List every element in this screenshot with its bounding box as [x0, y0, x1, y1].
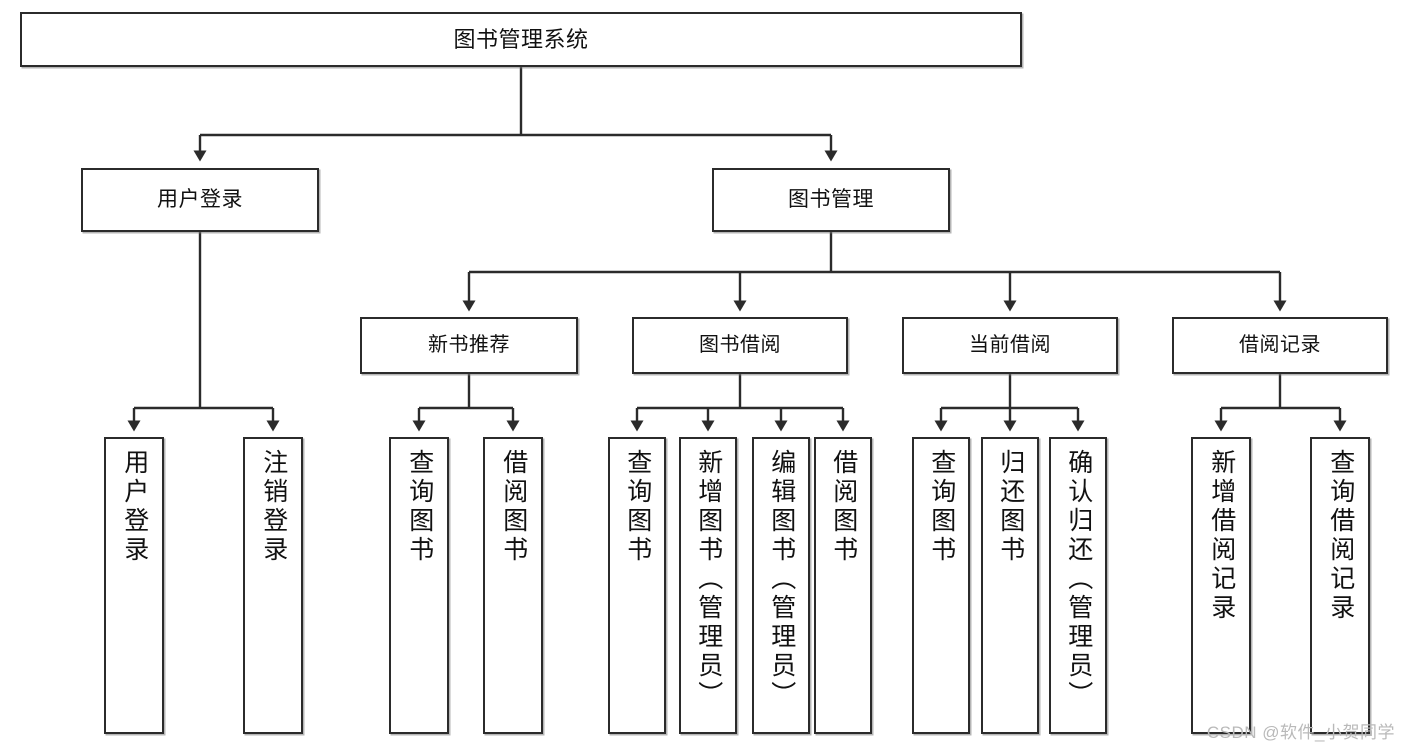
- leaf-current-query-book-label: 查询图书: [927, 449, 956, 565]
- leaf-recommend-query-book[interactable]: 查询图书: [389, 437, 449, 734]
- leaf-user-logout-label: 注销登录: [259, 449, 288, 565]
- node-book-management[interactable]: 图书管理: [712, 168, 950, 232]
- leaf-borrow-borrow-book[interactable]: 借阅图书: [814, 437, 872, 734]
- leaf-borrow-query-book[interactable]: 查询图书: [608, 437, 666, 734]
- leaf-user-login[interactable]: 用户登录: [104, 437, 164, 734]
- node-current-borrow-label: 当前借阅: [969, 334, 1051, 356]
- node-user-login[interactable]: 用户登录: [81, 168, 319, 232]
- leaf-borrow-edit-book-admin-label: 编辑图书（管理员）: [767, 449, 796, 710]
- node-current-borrow[interactable]: 当前借阅: [902, 317, 1118, 374]
- leaf-borrow-add-book-admin[interactable]: 新增图书（管理员）: [679, 437, 737, 734]
- leaf-borrow-query-book-label: 查询图书: [623, 449, 652, 565]
- node-book-borrow[interactable]: 图书借阅: [632, 317, 848, 374]
- leaf-current-confirm-return-admin[interactable]: 确认归还（管理员）: [1049, 437, 1107, 734]
- node-root-label: 图书管理系统: [453, 26, 589, 52]
- leaf-recommend-borrow-book-label: 借阅图书: [499, 449, 528, 565]
- node-user-login-label: 用户登录: [157, 187, 243, 211]
- leaf-current-return-book[interactable]: 归还图书: [981, 437, 1039, 734]
- leaf-record-query-record[interactable]: 查询借阅记录: [1310, 437, 1370, 734]
- leaf-current-confirm-return-admin-label: 确认归还（管理员）: [1064, 449, 1093, 710]
- leaf-user-login-label: 用户登录: [120, 449, 149, 565]
- node-book-management-label: 图书管理: [788, 187, 874, 211]
- leaf-borrow-add-book-admin-label: 新增图书（管理员）: [694, 449, 723, 710]
- leaf-borrow-borrow-book-label: 借阅图书: [829, 449, 858, 565]
- node-borrow-record-label: 借阅记录: [1239, 334, 1321, 356]
- leaf-record-query-record-label: 查询借阅记录: [1326, 449, 1355, 623]
- csdn-watermark: CSDN @软件_小贺同学: [1206, 723, 1395, 742]
- node-book-borrow-label: 图书借阅: [699, 334, 781, 356]
- leaf-record-add-record-label: 新增借阅记录: [1207, 449, 1236, 623]
- leaf-borrow-edit-book-admin[interactable]: 编辑图书（管理员）: [752, 437, 810, 734]
- leaf-recommend-query-book-label: 查询图书: [405, 449, 434, 565]
- leaf-user-logout[interactable]: 注销登录: [243, 437, 303, 734]
- leaf-current-return-book-label: 归还图书: [996, 449, 1025, 565]
- node-root[interactable]: 图书管理系统: [20, 12, 1022, 67]
- leaf-recommend-borrow-book[interactable]: 借阅图书: [483, 437, 543, 734]
- leaf-record-add-record[interactable]: 新增借阅记录: [1191, 437, 1251, 734]
- leaf-current-query-book[interactable]: 查询图书: [912, 437, 970, 734]
- node-borrow-record[interactable]: 借阅记录: [1172, 317, 1388, 374]
- node-new-book-recommend-label: 新书推荐: [428, 334, 510, 356]
- node-new-book-recommend[interactable]: 新书推荐: [360, 317, 578, 374]
